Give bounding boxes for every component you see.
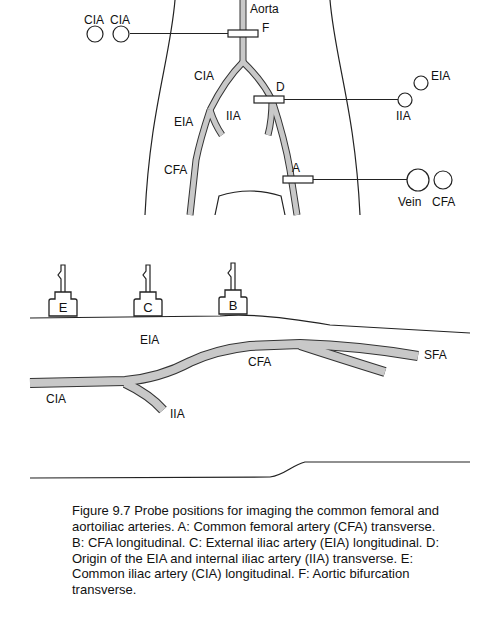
vessel-label: CIA: [110, 14, 130, 26]
probe-body: [49, 292, 77, 316]
probe-body: [219, 290, 247, 314]
probe-cable: [143, 265, 150, 292]
vessel-label: SFA: [424, 349, 447, 361]
skin-line: [30, 315, 470, 333]
probe-letter: C: [133, 301, 163, 314]
leader-line: [313, 179, 407, 180]
probe: E: [48, 289, 78, 317]
vessel-label: CIA: [84, 14, 104, 26]
vessel-label: EIA: [140, 334, 159, 346]
probe: C: [133, 289, 163, 317]
artery-outline: [30, 344, 418, 410]
vessel-section: [398, 93, 412, 107]
vessel-label: IIA: [170, 408, 185, 420]
probe-letter: E: [48, 301, 78, 314]
body-outline: [215, 191, 285, 215]
vessel-label: CFA: [248, 356, 271, 368]
probe-cable: [58, 265, 65, 292]
probe: B: [218, 287, 248, 315]
probe-bar: [254, 96, 284, 103]
vessel-section: [414, 76, 428, 90]
probe-body: [134, 292, 162, 316]
vessel-label: CIA: [194, 70, 214, 82]
figure-caption: Figure 9.7 Probe positions for imaging t…: [72, 503, 444, 598]
vessel-label: IIA: [226, 110, 241, 122]
artery-fill: [190, 0, 297, 215]
vessel-label: EIA: [431, 70, 450, 82]
vessel-label: A: [292, 162, 300, 174]
vessel-section: [87, 26, 103, 42]
vessel-label: CFA: [432, 196, 455, 208]
probe-bar: [283, 176, 313, 183]
artery-fill: [30, 344, 418, 410]
vessel-label: EIA: [174, 116, 193, 128]
vessel-section: [434, 171, 452, 189]
leader-line: [130, 33, 228, 34]
vessel-label: CFA: [164, 164, 187, 176]
probe-cable: [228, 263, 235, 290]
leader-line: [284, 99, 398, 100]
probe-letter: B: [218, 299, 248, 312]
body-outline: [330, 0, 360, 215]
body-outline: [145, 0, 175, 215]
body-outline: [30, 462, 470, 478]
vessel-label: D: [276, 81, 285, 93]
vessel-section: [407, 169, 429, 191]
vessel-label: Vein: [398, 196, 421, 208]
vessel-label: F: [262, 22, 269, 34]
vessel-section: [113, 26, 129, 42]
vessel-label: IIA: [396, 110, 411, 122]
vessel-label: Aorta: [250, 3, 279, 15]
artery-outline: [190, 0, 297, 215]
probe-bar: [228, 30, 258, 37]
vessel-label: CIA: [46, 393, 66, 405]
